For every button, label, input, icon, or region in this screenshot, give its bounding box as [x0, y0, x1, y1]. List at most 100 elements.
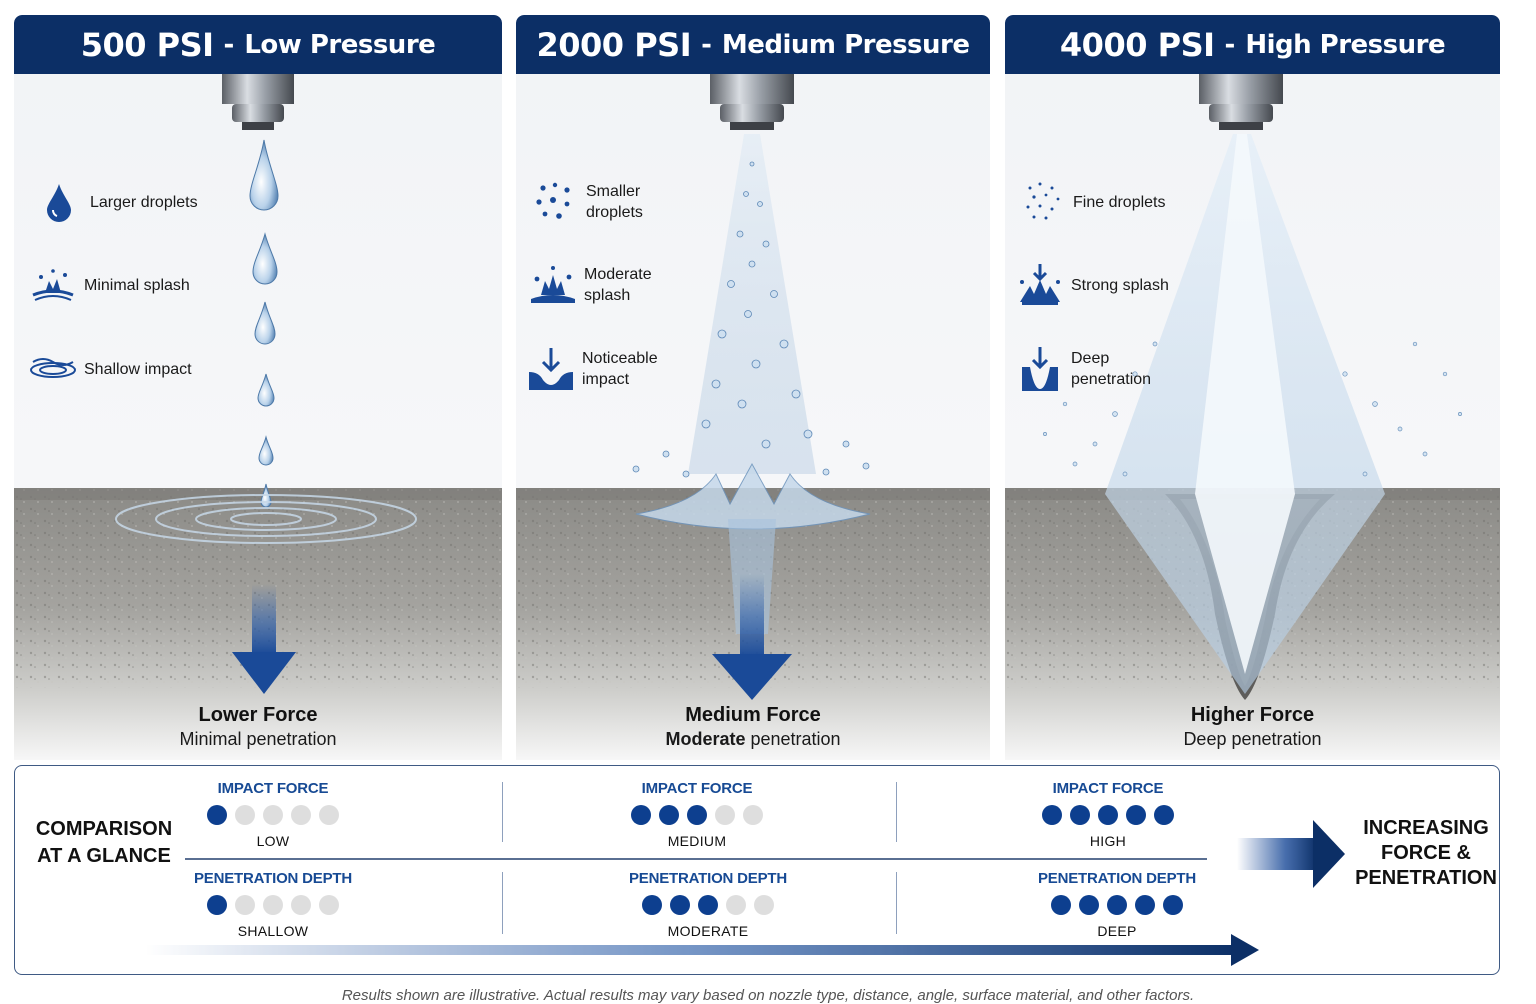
feature-label: Fine droplets: [1073, 193, 1166, 211]
caption-title: Medium Force: [685, 704, 821, 726]
feature-row: Moderate splash: [528, 263, 694, 307]
rating-dot-empty: [743, 805, 763, 825]
feature-row: Noticeable impact: [526, 347, 692, 391]
rating-dot-empty: [319, 805, 339, 825]
impact-force-metric: IMPACT FORCE LOW: [173, 780, 373, 849]
penetration-depth-label: PENETRATION DEPTH: [1038, 870, 1196, 887]
pressure-level: Medium Pressure: [721, 29, 970, 60]
impact-force-value: LOW: [256, 833, 290, 849]
impact-force-label: IMPACT FORCE: [217, 780, 329, 797]
caption-title: Lower Force: [198, 704, 318, 726]
deep-penetration-icon: [1015, 347, 1065, 391]
impact-force-rating: [173, 805, 373, 825]
penetration-depth-rating: [173, 895, 373, 915]
rating-dot-empty: [319, 895, 339, 915]
large-droplet-icon: [34, 180, 84, 224]
caption-subtitle: Moderate penetration: [665, 729, 841, 749]
footnote: Results shown are illustrative. Actual r…: [341, 987, 1195, 1004]
feature-row: Deep penetration: [1015, 347, 1181, 391]
rating-dot-empty: [263, 895, 283, 915]
low-pressure-illustration: [14, 74, 502, 760]
caption-subtitle: Deep penetration: [1183, 729, 1322, 749]
feature-row: Strong splash: [1015, 263, 1181, 307]
panel-header: 4000 PSI - High Pressure: [1005, 15, 1500, 74]
rating-dot-filled: [1154, 805, 1174, 825]
penetration-depth-rating: [1017, 895, 1217, 915]
minimal-splash-icon: [28, 263, 78, 307]
rating-dot-filled: [1079, 895, 1099, 915]
moderate-splash-icon: [528, 263, 578, 307]
feature-label: Smaller droplets: [586, 183, 643, 221]
rating-dot-filled: [698, 895, 718, 915]
rating-dot-empty: [235, 895, 255, 915]
penetration-depth-value: DEEP: [1097, 923, 1137, 939]
impact-force-metric: IMPACT FORCE HIGH: [1008, 780, 1208, 849]
column-divider: [502, 782, 503, 842]
rating-dot-empty: [754, 895, 774, 915]
increasing-label: INCREASING FORCE & PENETRATION: [1355, 817, 1497, 889]
increasing-arrow-icon: [1237, 820, 1345, 888]
impact-force-label: IMPACT FORCE: [641, 780, 753, 797]
rating-dot-filled: [1126, 805, 1146, 825]
column-divider: [896, 872, 897, 934]
penetration-depth-value: MODERATE: [667, 923, 749, 939]
rating-dot-empty: [291, 805, 311, 825]
impact-force-metric: IMPACT FORCE MEDIUM: [597, 780, 797, 849]
rating-dot-filled: [1042, 805, 1062, 825]
strong-splash-icon: [1015, 263, 1065, 307]
panel-caption: Higher Force Deep penetration: [1005, 703, 1500, 751]
rating-dot-empty: [263, 805, 283, 825]
rating-dot-empty: [235, 805, 255, 825]
psi-value: 4000 PSI: [1059, 25, 1215, 64]
rating-dot-filled: [207, 805, 227, 825]
rating-dot-filled: [1107, 895, 1127, 915]
rating-dot-filled: [1163, 895, 1183, 915]
penetration-depth-metric: PENETRATION DEPTH MODERATE: [608, 870, 808, 939]
panel-header: 500 PSI - Low Pressure: [14, 15, 502, 74]
psi-value: 500 PSI: [80, 25, 214, 64]
high-pressure-illustration: [1005, 74, 1500, 760]
pressure-level: Low Pressure: [244, 29, 436, 60]
column-divider: [502, 872, 503, 934]
rating-dot-filled: [207, 895, 227, 915]
panel-caption: Medium Force Moderate penetration: [516, 703, 990, 751]
rating-dot-filled: [1135, 895, 1155, 915]
header-separator: -: [223, 29, 235, 60]
psi-value: 2000 PSI: [536, 25, 692, 64]
small-droplets-icon: [530, 180, 580, 224]
feature-label: Larger droplets: [90, 193, 198, 211]
feature-label: Deep penetration: [1071, 350, 1152, 388]
rating-dot-filled: [631, 805, 651, 825]
comparison-title: COMPARISON AT A GLANCE: [35, 818, 173, 867]
horizontal-divider: [185, 858, 1207, 860]
feature-row: Shallow impact: [28, 347, 194, 391]
feature-row: Smaller droplets: [530, 180, 696, 224]
progression-arrow-icon: [145, 934, 1259, 966]
pressure-level: High Pressure: [1245, 29, 1446, 60]
feature-row: Fine droplets: [1017, 180, 1183, 224]
penetration-depth-rating: [608, 895, 808, 915]
comparison-box: COMPARISON AT A GLANCE IMPACT FORCE LOW …: [14, 765, 1500, 975]
impact-force-rating: [597, 805, 797, 825]
penetration-depth-label: PENETRATION DEPTH: [629, 870, 787, 887]
impact-force-label: IMPACT FORCE: [1052, 780, 1164, 797]
penetration-depth-metric: PENETRATION DEPTH SHALLOW: [173, 870, 373, 939]
impact-arrow-icon: [526, 347, 576, 391]
header-separator: -: [1224, 29, 1236, 60]
header-separator: -: [701, 29, 712, 60]
rating-dot-filled: [659, 805, 679, 825]
penetration-depth-metric: PENETRATION DEPTH DEEP: [1017, 870, 1217, 939]
rating-dot-empty: [726, 895, 746, 915]
rating-dot-empty: [715, 805, 735, 825]
rating-dot-filled: [687, 805, 707, 825]
rating-dot-filled: [1070, 805, 1090, 825]
feature-label: Strong splash: [1071, 276, 1169, 294]
medium-pressure-illustration: [516, 74, 990, 760]
feature-label: Shallow impact: [84, 360, 192, 378]
rating-dot-filled: [1098, 805, 1118, 825]
panel-low-pressure: 500 PSI - Low Pressure: [14, 15, 502, 760]
column-divider: [896, 782, 897, 842]
impact-force-value: HIGH: [1089, 833, 1127, 849]
feature-label: Noticeable impact: [582, 350, 658, 388]
shallow-ripple-icon: [28, 347, 78, 391]
